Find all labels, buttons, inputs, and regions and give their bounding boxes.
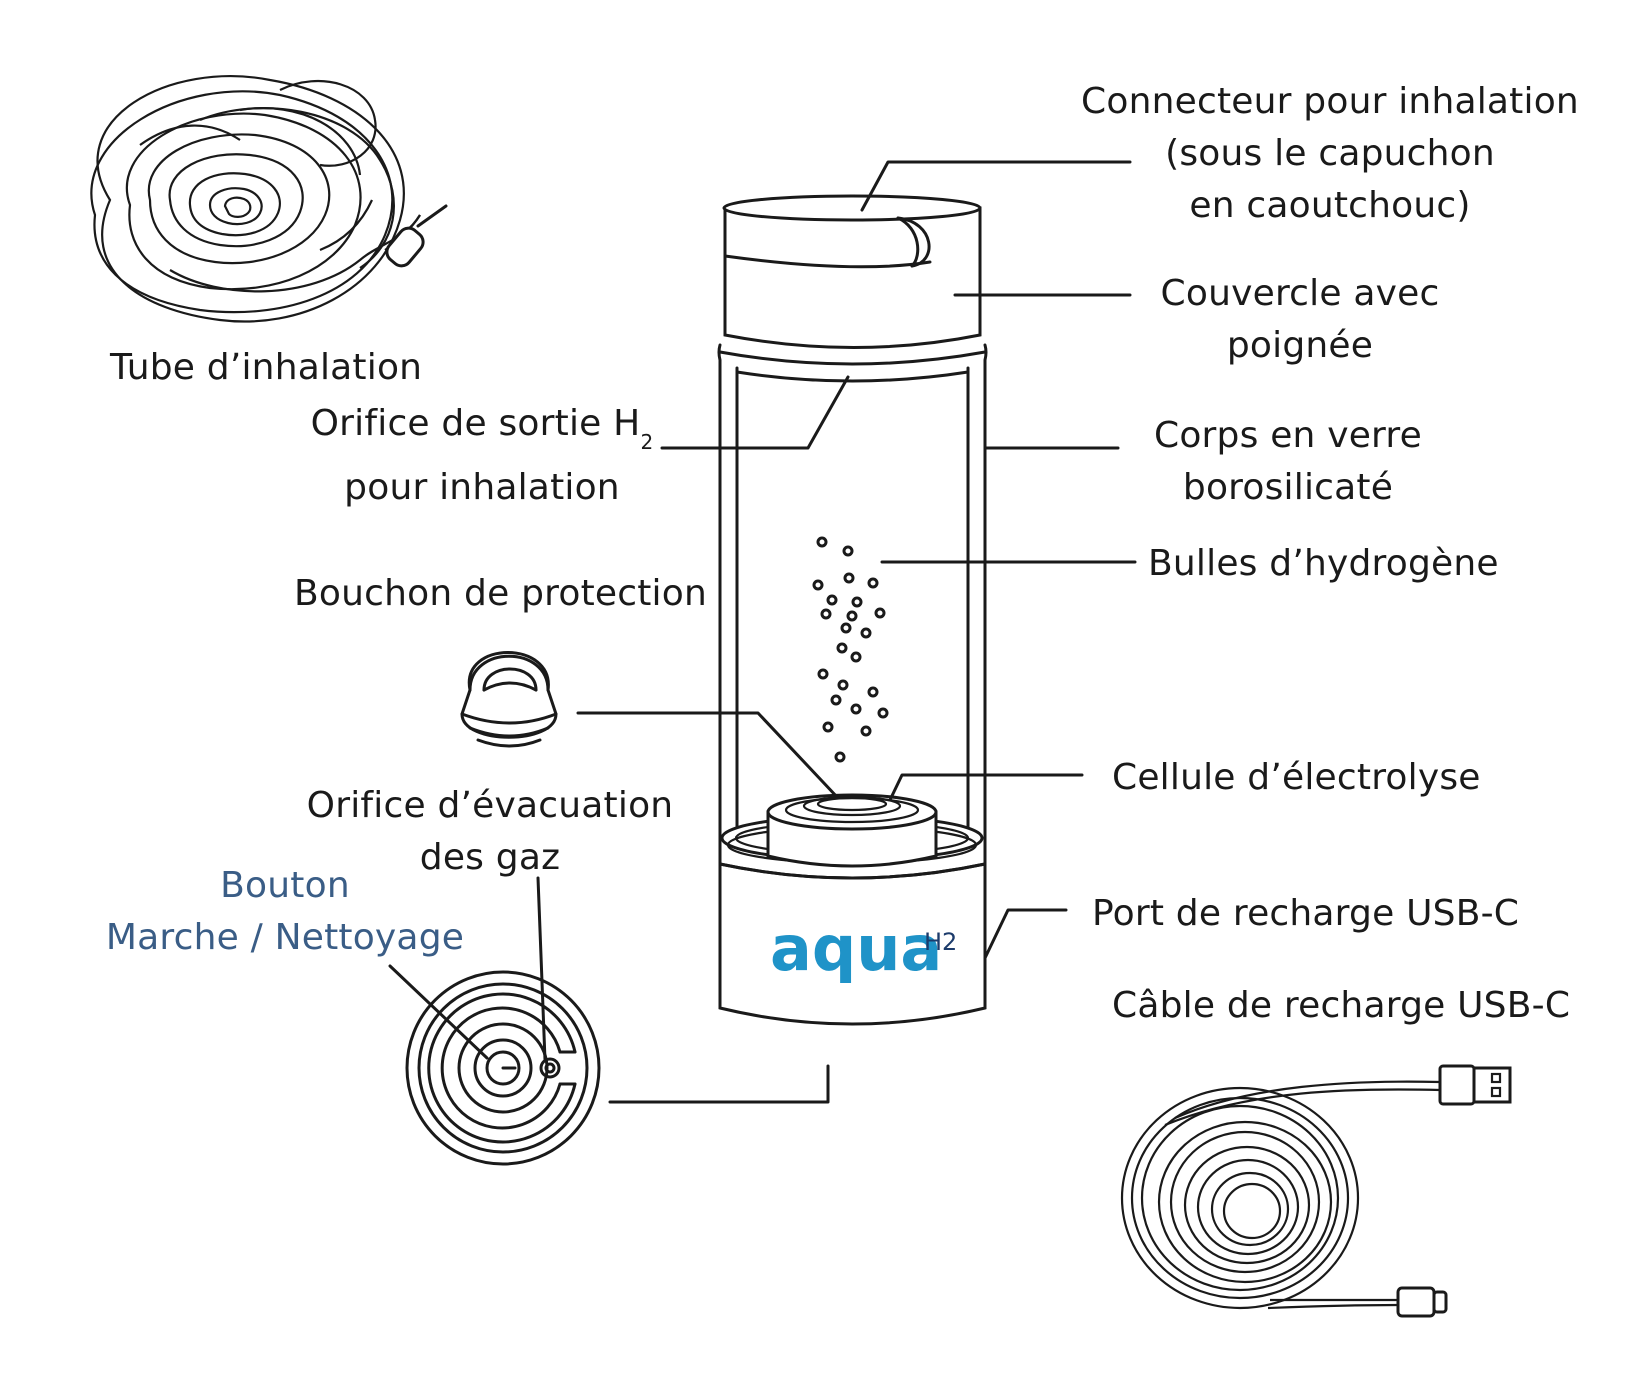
label-lid-line2: poignée [1226, 325, 1374, 366]
svg-text:H2: H2 [924, 928, 957, 956]
label-glass-body: Corps en verre borosilicaté [1128, 410, 1448, 514]
label-vent-line2: des gaz [419, 837, 561, 878]
label-glass-line1: Corps en verre [1153, 415, 1422, 456]
label-usb-cable: Câble de recharge USB-C [1112, 985, 1571, 1026]
label-gas-vent: Orifice d’évacuation des gaz [300, 780, 680, 884]
protective-cap-icon [460, 651, 558, 748]
bottle-icon [717, 194, 988, 1026]
label-outlet-line2: pour inhalation [344, 467, 620, 509]
label-vent-line1: Orifice d’évacuation [306, 785, 674, 826]
label-outlet: Orifice de sortie H2 pour inhalation [292, 398, 672, 514]
label-connector-line1: Connecteur pour inhalation [1081, 81, 1579, 122]
label-lid-line1: Couvercle avec [1160, 273, 1440, 314]
svg-text:aqua: aqua [770, 912, 942, 985]
leader-lines [388, 160, 1137, 1104]
label-hydrogen-bubbles: Bulles d’hydrogène [1148, 543, 1499, 584]
label-lid: Couvercle avec poignée [1150, 268, 1450, 372]
label-connector: Connecteur pour inhalation (sous le capu… [1080, 76, 1580, 232]
label-glass-line2: borosilicaté [1182, 467, 1394, 508]
usb-c-cable-icon [1120, 1064, 1512, 1318]
aqua-h2-logo: aqua H2 [770, 912, 957, 985]
label-power-button: Bouton Marche / Nettoyage [100, 860, 470, 964]
label-electrolysis-cell: Cellule d’électrolyse [1112, 757, 1481, 798]
label-outlet-line1: Orifice de sortie H2 [310, 403, 654, 455]
label-connector-line3: en caoutchouc) [1189, 185, 1471, 226]
label-protective-cap: Bouchon de protection [294, 573, 707, 614]
inhalation-tube-icon [90, 75, 448, 323]
label-connector-line2: (sous le capuchon [1165, 133, 1495, 174]
label-inhalation-tube: Tube d’inhalation [110, 347, 423, 388]
label-usb-port: Port de recharge USB-C [1092, 893, 1520, 934]
base-bottom-icon [405, 970, 601, 1166]
hydrogen-bubbles-icon [812, 536, 889, 763]
label-button-line1: Bouton [220, 865, 350, 906]
label-button-line2: Marche / Nettoyage [105, 917, 465, 958]
